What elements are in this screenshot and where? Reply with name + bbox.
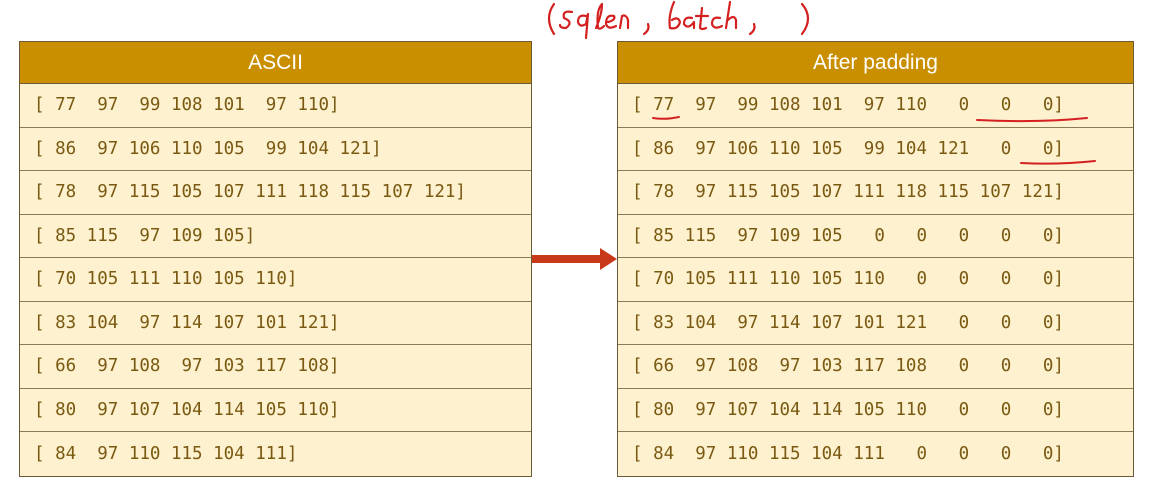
table-row: [ 85 115 97 109 105 0 0 0 0 0]: [618, 215, 1133, 258]
table-row: [ 86 97 106 110 105 99 104 121]: [20, 128, 531, 171]
table-row: [ 84 97 110 115 104 111 0 0 0 0]: [632, 443, 1064, 464]
table-row: [ 70 105 111 110 105 110]: [20, 258, 531, 302]
table-row: [ 83 104 97 114 107 101 121 0 0 0]: [618, 302, 1133, 345]
right-arrow-icon: [532, 248, 617, 270]
table-row: [ 85 115 97 109 105]: [20, 215, 531, 258]
padded-table-header: After padding: [618, 42, 1133, 84]
table-row: [ 83 104 97 114 107 101 121]: [20, 302, 531, 345]
table-row: [ 86 97 106 110 105 99 104 121 0 0]: [618, 128, 1133, 171]
table-row: [ 80 97 107 104 114 105 110 0 0 0]: [618, 389, 1133, 432]
table-row: [ 77 97 99 108 101 97 110]: [20, 84, 531, 128]
handwritten-annotation: [547, 0, 810, 40]
table-row: [ 78 97 115 105 107 111 118 115 107 121]: [20, 171, 531, 215]
table-row: [ 78 97 115 105 107 111 118 115 107 121]: [618, 171, 1133, 215]
table-row: [ 66 97 108 97 103 117 108]: [20, 345, 531, 389]
pen-underline-marks: [652, 116, 1096, 165]
table-row: [ 84 97 110 115 104 111]: [34, 443, 298, 464]
padded-table: After padding [ 77 97 99 108 101 97 110 …: [617, 41, 1134, 477]
table-row: [ 66 97 108 97 103 117 108 0 0 0]: [618, 345, 1133, 389]
table-row: [ 70 105 111 110 105 110 0 0 0 0]: [618, 258, 1133, 302]
table-row: [ 80 97 107 104 114 105 110]: [20, 389, 531, 432]
table-row: [ 77 97 99 108 101 97 110 0 0 0]: [618, 84, 1133, 128]
ascii-table: ASCII [ 77 97 99 108 101 97 110] [ 86 97…: [19, 41, 532, 477]
ascii-table-header: ASCII: [20, 42, 531, 84]
